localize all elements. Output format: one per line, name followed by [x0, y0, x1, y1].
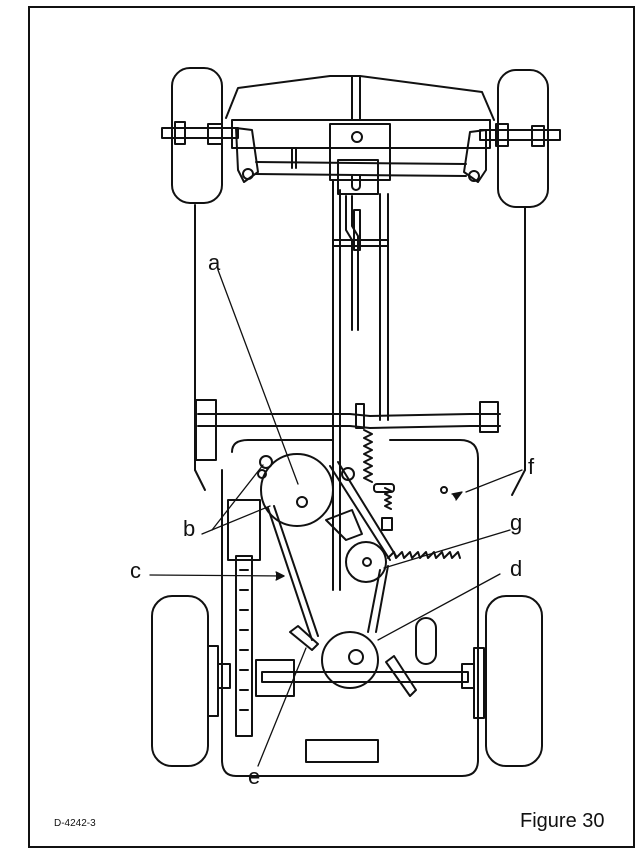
- callout-leaders: [149, 269, 523, 767]
- front-right-wheel: [497, 69, 549, 208]
- callout-b: b: [183, 516, 196, 541]
- callout-a: a: [208, 250, 221, 275]
- callout-e: e: [248, 764, 261, 789]
- callout-f: f: [528, 454, 535, 479]
- rear-left-wheel: [151, 595, 209, 767]
- engine-pulley: [260, 453, 334, 527]
- rear-right-wheel: [485, 595, 543, 767]
- figure-caption: Figure 30: [520, 810, 605, 832]
- rear-drive-pulley: [321, 631, 379, 689]
- callout-d: d: [510, 556, 523, 581]
- figure-frame: [28, 6, 635, 848]
- callout-g: g: [510, 510, 523, 535]
- drawing-code: D-4242-3: [54, 818, 96, 829]
- front-left-wheel: [171, 67, 223, 204]
- callout-c: c: [130, 558, 141, 583]
- tensioner-pulley: [345, 541, 387, 583]
